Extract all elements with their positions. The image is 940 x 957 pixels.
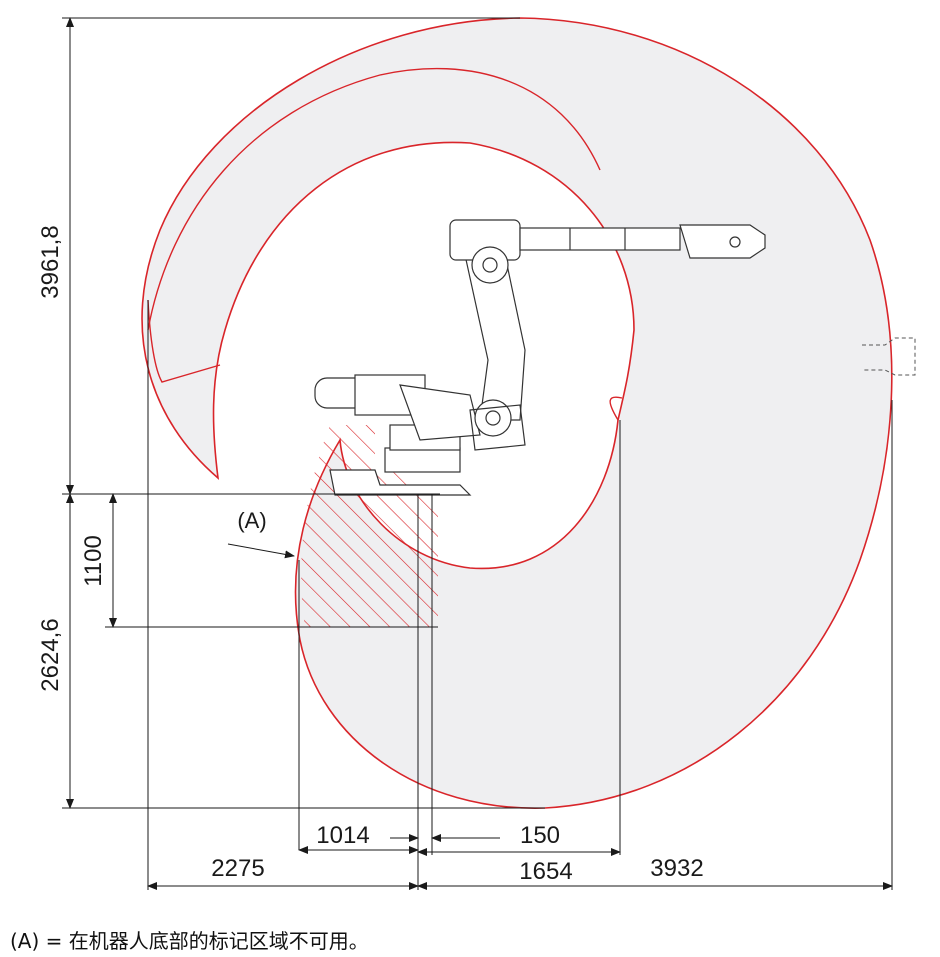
- tool-flange-outline: [862, 337, 916, 376]
- dim-marked-area-width: 1014: [316, 822, 369, 849]
- footnote: (A) = 在机器人底部的标记区域不可用。: [10, 929, 369, 953]
- dimension-lines: [62, 17, 893, 890]
- dim-height-below-base: 2624,6: [37, 618, 64, 691]
- dim-reach-front: 3932: [650, 855, 703, 882]
- envelope-contour: [609, 396, 623, 421]
- dim-reach-1654: 1654: [519, 858, 572, 885]
- dim-offset-150: 150: [520, 822, 560, 849]
- dim-reach-behind: 2275: [211, 855, 264, 882]
- robot-illustration: [314, 219, 766, 496]
- envelope-contour: [147, 299, 221, 383]
- dim-height-above-base: 3961,8: [37, 225, 64, 298]
- dim-marked-area-depth: 1100: [80, 535, 107, 587]
- envelope-contour: [147, 67, 601, 331]
- marker-label-a: (A): [237, 508, 266, 533]
